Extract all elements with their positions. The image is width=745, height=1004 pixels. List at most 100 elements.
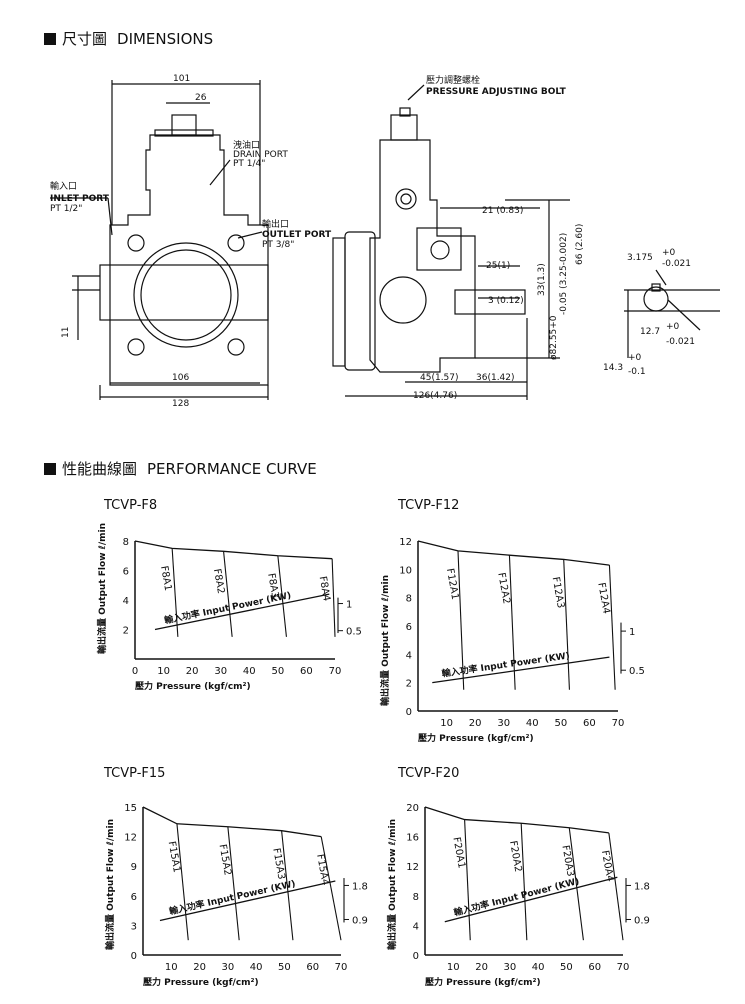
key-127-tol-dn: -0.021	[666, 337, 695, 347]
inlet-label-size: PT 1/2"	[50, 204, 82, 214]
flow-envelope-line	[417, 540, 610, 566]
x-tick-label: 70	[329, 666, 342, 677]
chart-title-f12: TCVP-F12	[398, 498, 460, 513]
y-tick-label: 3	[131, 921, 137, 932]
bolt-label-cn: 壓力調整螺栓	[426, 74, 480, 86]
chart-title-f20: TCVP-F20	[398, 766, 460, 781]
dim-36: 36(1.42)	[476, 373, 515, 383]
series-label-f8a3: F8A3	[265, 572, 280, 599]
dimensions-drawing: 101 26 11 106 128 洩油口 DRAIN PORT PT 1/4"…	[50, 74, 720, 409]
power-tick-label: 1.8	[634, 881, 650, 892]
series-line-f12a1	[457, 550, 465, 690]
series-label-f15a4: F15A4	[314, 853, 330, 886]
key-143-tol-dn: -0.1	[628, 367, 646, 377]
y-tick-label: 0	[406, 707, 412, 718]
x-tick-label: 30	[497, 718, 510, 729]
dim-26: 26	[195, 93, 207, 103]
series-line-f8a1	[171, 548, 179, 637]
outlet-label-size: PT 3/8"	[262, 240, 294, 250]
y-axis-label: 輸出流量 Output Flow ℓ/min	[104, 819, 116, 950]
series-label-f20a2: F20A2	[507, 840, 523, 873]
chart-title-f8: TCVP-F8	[104, 498, 158, 513]
y-tick-label: 4	[123, 596, 129, 607]
power-tick-label: 0.5	[629, 666, 645, 677]
series-label-f8a4: F8A4	[317, 575, 332, 602]
series-line-f8a4	[331, 558, 336, 637]
y-tick-label: 15	[124, 803, 137, 814]
y-tick-label: 16	[406, 833, 419, 844]
chart-title-f15: TCVP-F15	[104, 766, 166, 781]
series-label-f20a4: F20A4	[599, 850, 615, 883]
y-tick-label: 12	[399, 537, 412, 548]
input-power-label: 輸入功率 Input Power (KW)	[168, 877, 297, 917]
x-tick-label: 20	[193, 962, 206, 973]
y-tick-label: 2	[123, 626, 129, 637]
y-tick-label: 4	[406, 650, 412, 661]
series-label-f8a1: F8A1	[158, 565, 173, 592]
series-label-f15a3: F15A3	[270, 847, 286, 880]
outlet-label-cn: 輸出口	[262, 218, 289, 230]
input-power-line	[154, 593, 330, 631]
y-tick-label: 6	[131, 892, 137, 903]
x-tick-label: 50	[554, 718, 567, 729]
y-tick-label: 8	[413, 892, 419, 903]
y-tick-label: 20	[406, 803, 419, 814]
key-127-tol-up: +0	[666, 322, 680, 332]
key-143: 14.3	[603, 363, 623, 373]
series-label-f20a3: F20A3	[559, 844, 575, 877]
power-tick-label: 1	[346, 600, 352, 611]
series-label-f15a1: F15A1	[166, 840, 182, 873]
key-3175-tol-up: +0	[662, 248, 676, 258]
y-tick-label: 4	[413, 921, 419, 932]
power-tick-label: 0.9	[634, 915, 650, 926]
input-power-label: 輸入功率 Input Power (KW)	[441, 649, 570, 679]
y-axis-label: 輸出流量 Output Flow ℓ/min	[379, 575, 391, 706]
front-view-bore	[133, 242, 239, 348]
dim-325: -0.05 (3.25-0.002)	[559, 233, 569, 315]
series-label-f12a4: F12A4	[595, 582, 611, 615]
x-tick-label: 50	[278, 962, 291, 973]
x-tick-label: 0	[132, 666, 138, 677]
key-3175: 3.175	[627, 253, 653, 263]
x-axis-label: 壓力 Pressure (kgf/cm²)	[143, 976, 259, 988]
series-line-f12a2	[508, 555, 516, 690]
y-tick-label: 12	[406, 862, 419, 873]
series-line-f20a3	[568, 827, 584, 941]
dim-33: 33(1.3)	[537, 263, 547, 296]
y-tick-label: 2	[406, 679, 412, 690]
front-view-body	[109, 134, 269, 386]
inlet-label-cn: 輸入口	[50, 180, 77, 192]
x-axis-label: 壓力 Pressure (kgf/cm²)	[135, 680, 251, 692]
outlet-label-en: OUTLET PORT	[262, 230, 332, 240]
drain-label-cn: 洩油口	[233, 139, 260, 151]
power-tick-label: 1	[629, 627, 635, 638]
x-tick-label: 10	[447, 962, 460, 973]
dim-66: 66 (2.60)	[575, 224, 585, 265]
x-tick-label: 60	[588, 962, 601, 973]
drain-label-en: DRAIN PORT	[233, 150, 288, 160]
flow-envelope-line	[424, 806, 609, 834]
x-tick-label: 20	[186, 666, 199, 677]
y-axis-label: 輸出流量 Output Flow ℓ/min	[96, 523, 108, 654]
x-tick-label: 60	[300, 666, 313, 677]
flow-envelope-line	[142, 806, 322, 838]
x-tick-label: 10	[165, 962, 178, 973]
series-label-f12a1: F12A1	[444, 568, 460, 601]
series-line-f20a4	[608, 832, 624, 941]
dim-25: 25(1)	[486, 261, 510, 271]
series-line-f20a1	[464, 819, 471, 941]
flow-envelope-line	[134, 540, 333, 560]
x-tick-label: 60	[583, 718, 596, 729]
dim-106: 106	[172, 373, 189, 383]
y-tick-label: 6	[123, 567, 129, 578]
dim-128: 128	[172, 399, 189, 409]
side-view-port	[395, 188, 417, 210]
x-axis-label: 壓力 Pressure (kgf/cm²)	[418, 732, 534, 744]
series-line-f12a4	[608, 565, 616, 690]
x-tick-label: 30	[214, 666, 227, 677]
x-tick-label: 40	[526, 718, 539, 729]
series-label-f15a2: F15A2	[217, 843, 233, 876]
series-line-f15a2	[227, 826, 240, 941]
series-line-f15a3	[281, 830, 294, 941]
